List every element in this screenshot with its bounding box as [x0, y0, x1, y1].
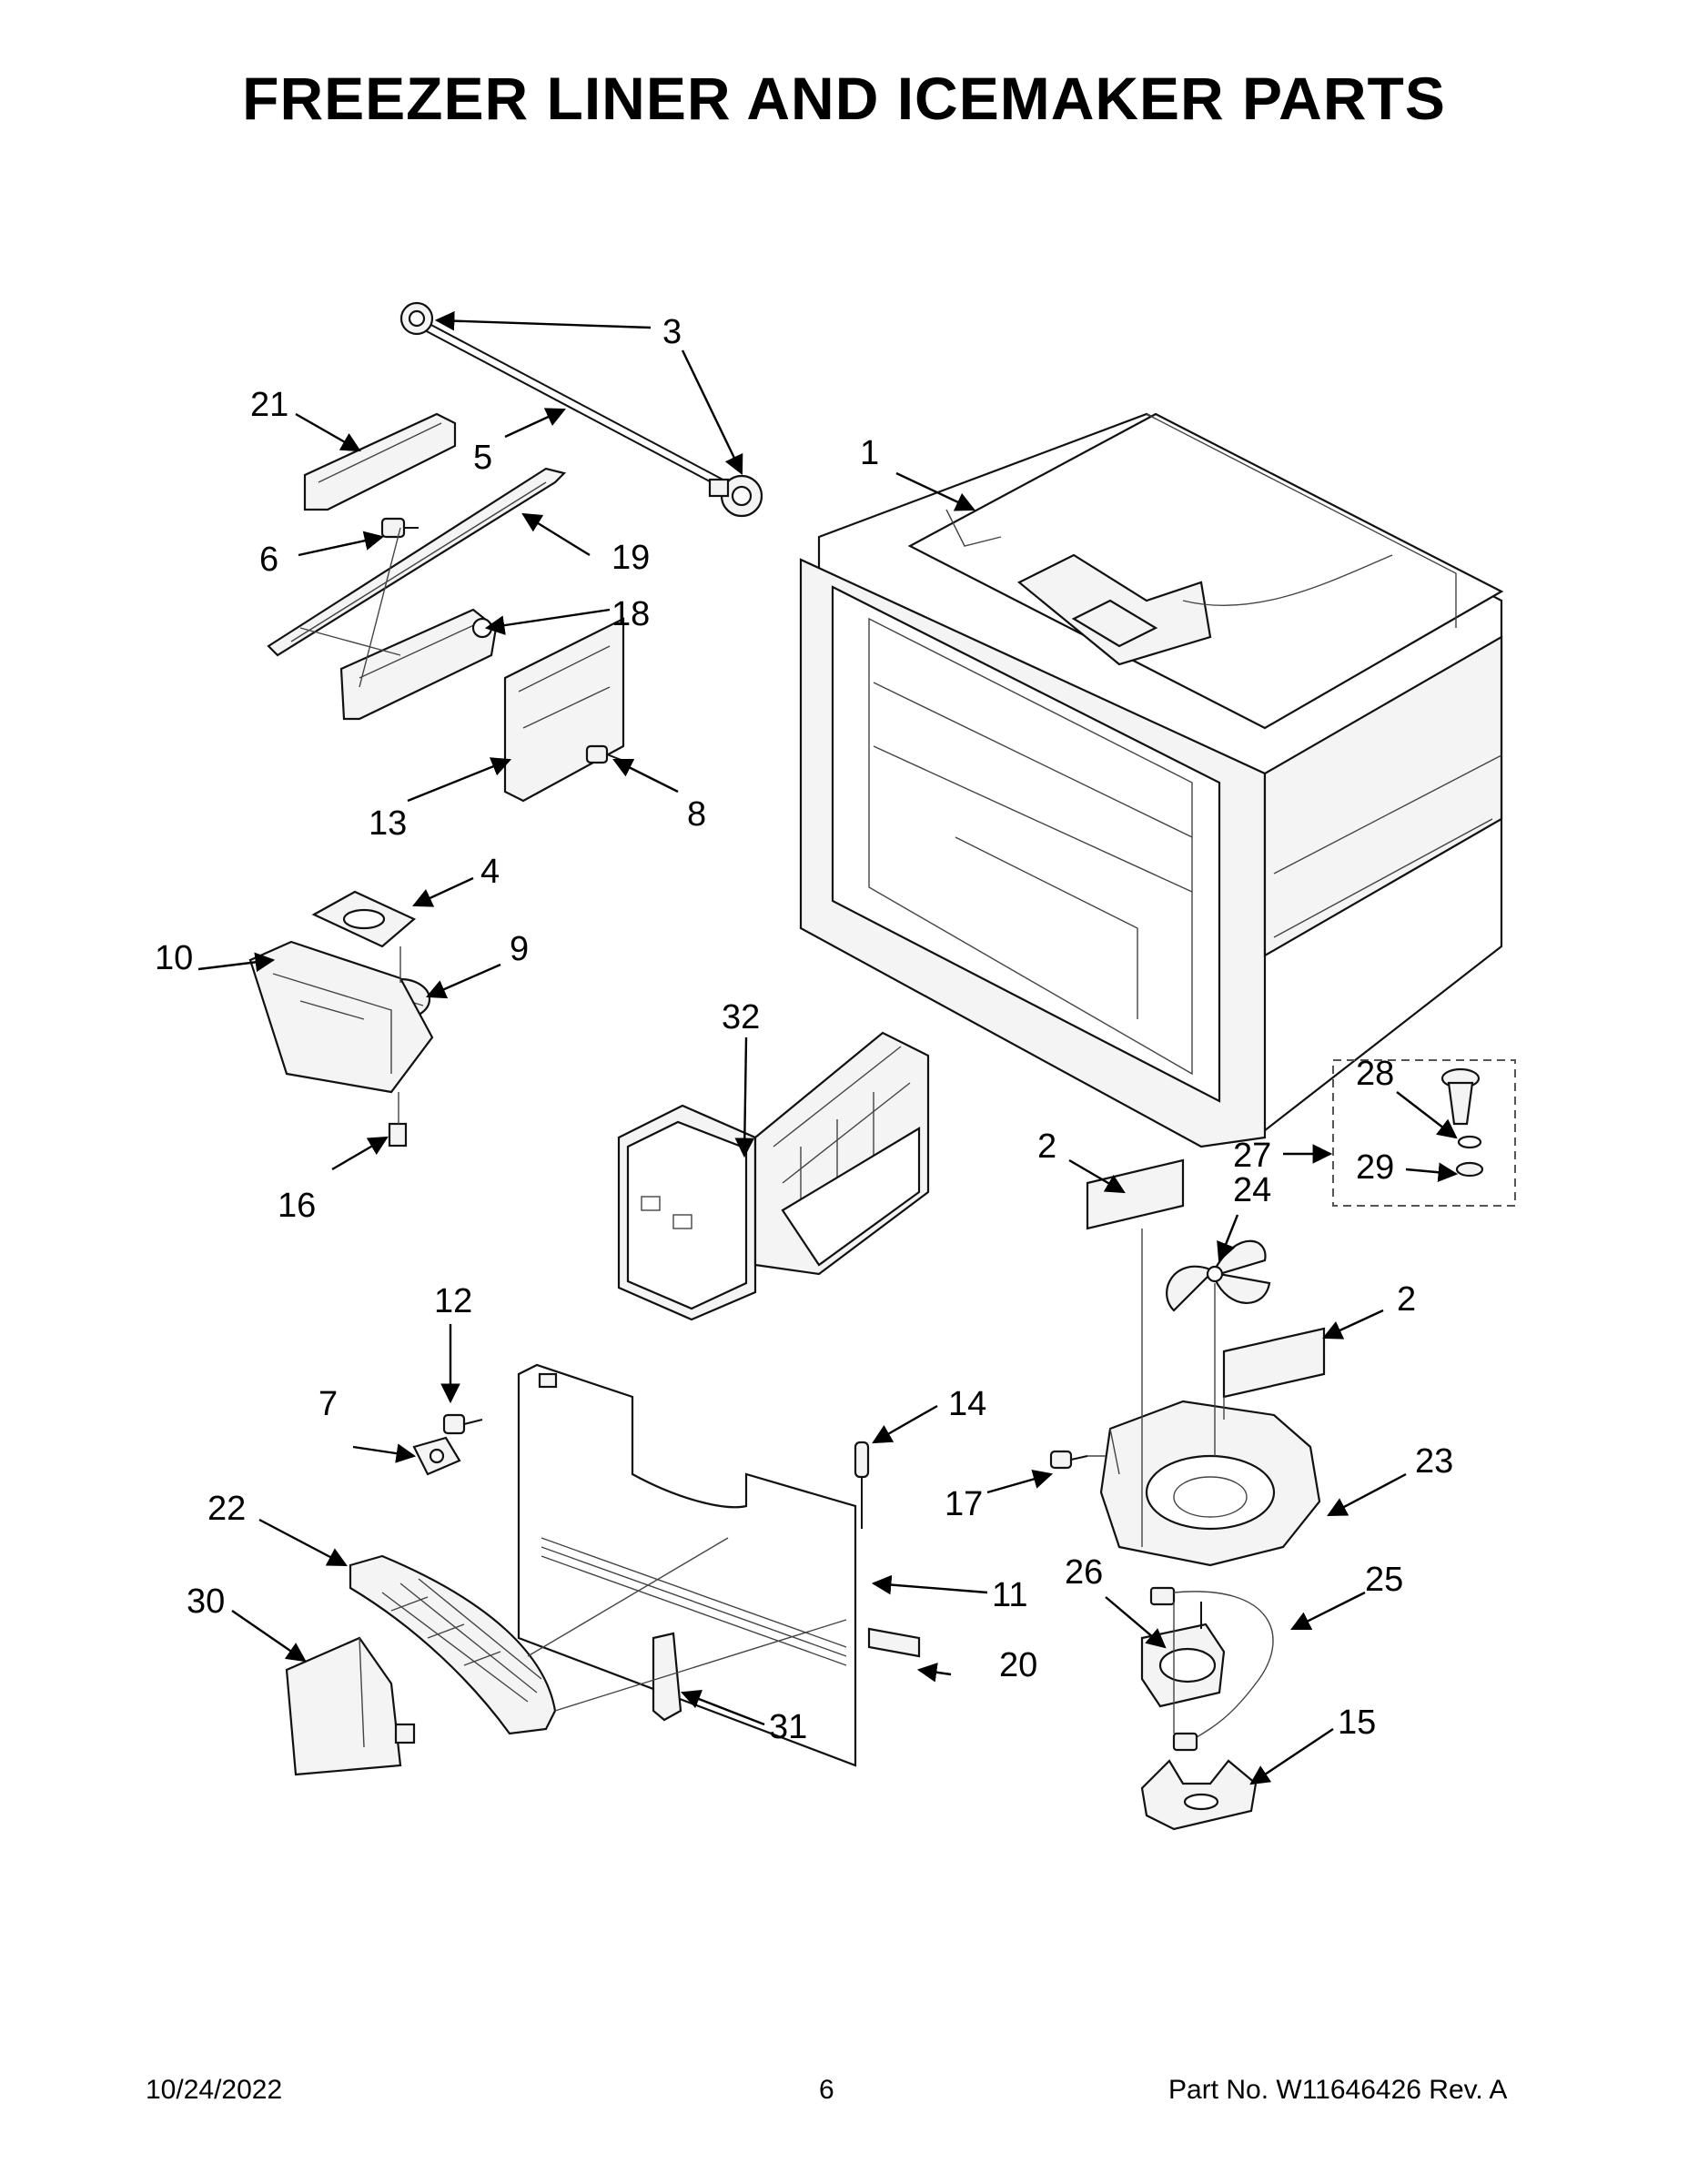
damper-kit-27: [1332, 1059, 1516, 1207]
screw-17: [1049, 1450, 1088, 1470]
icemaker-32: [617, 1031, 930, 1321]
screw-8: [585, 744, 624, 764]
callout-14: 14: [948, 1385, 986, 1423]
part-7: [412, 1436, 461, 1476]
freezer-liner: [799, 412, 1504, 1148]
auger-shaft-assembly: [399, 301, 763, 518]
callout-7: 7: [318, 1385, 338, 1423]
callout-13: 13: [369, 804, 407, 843]
callout-3: 3: [662, 313, 682, 351]
footer-part-number: Part No. W11646426 Rev. A: [1168, 2075, 1508, 2105]
guide-lines: [299, 527, 1225, 1734]
part-16: [388, 1122, 408, 1148]
callout-24: 24: [1233, 1171, 1271, 1209]
screw-12: [442, 1413, 483, 1435]
callout-16: 16: [278, 1187, 316, 1225]
sensor-14: [854, 1441, 870, 1529]
grille-22: [349, 1554, 557, 1735]
callout-21: 21: [250, 386, 288, 424]
bracket-13: [503, 617, 625, 803]
callout-26: 26: [1065, 1553, 1103, 1592]
callout-6: 6: [259, 541, 278, 579]
callout-2a: 2: [1037, 1127, 1056, 1166]
callout-1: 1: [860, 434, 879, 472]
fan-shroud-23: [1099, 1400, 1321, 1567]
rail-parts: [267, 412, 567, 657]
callout-9: 9: [510, 930, 529, 968]
footer-page-number: 6: [819, 2075, 834, 2105]
callout-27: 27: [1233, 1137, 1271, 1175]
callout-10: 10: [155, 939, 193, 977]
callout-8: 8: [687, 795, 706, 834]
cover-4: [311, 890, 417, 948]
callout-31: 31: [769, 1708, 807, 1746]
callout-32: 32: [722, 998, 760, 1036]
housing-10: [248, 940, 434, 1094]
callout-4: 4: [480, 853, 500, 891]
callout-labels: 1 2 2 3 4 5 6 7 8 9 10 11 12 13 14 15 16…: [155, 313, 1453, 1746]
callout-25: 25: [1365, 1561, 1403, 1599]
duct-30: [285, 1636, 416, 1776]
foam-pad-2b: [1222, 1327, 1326, 1399]
foam-strip-20: [867, 1627, 921, 1658]
fan-blade-24: [1166, 1239, 1271, 1312]
callout-29: 29: [1356, 1148, 1394, 1187]
callout-28: 28: [1356, 1055, 1394, 1093]
callout-5: 5: [473, 439, 492, 477]
bracket-15: [1140, 1732, 1258, 1831]
callout-17: 17: [945, 1485, 983, 1523]
callout-18: 18: [612, 595, 650, 633]
callout-30: 30: [187, 1582, 225, 1621]
page-title: FREEZER LINER AND ICEMAKER PARTS: [242, 65, 1446, 132]
foam-pad-2a: [1086, 1158, 1185, 1230]
callout-19: 19: [612, 539, 650, 577]
callout-arrows: [197, 310, 1459, 1785]
bracket-18: [339, 608, 498, 721]
wire-25: [1173, 1591, 1274, 1744]
callout-11: 11: [992, 1576, 1027, 1614]
callout-23: 23: [1415, 1442, 1453, 1481]
callout-12: 12: [434, 1282, 472, 1320]
callout-2b: 2: [1397, 1280, 1416, 1319]
footer-date: 10/24/2022: [146, 2075, 283, 2105]
motor-26: [1140, 1586, 1226, 1708]
part-31: [652, 1632, 682, 1722]
callout-20: 20: [999, 1646, 1037, 1684]
callout-15: 15: [1338, 1704, 1376, 1742]
callout-22: 22: [207, 1490, 246, 1528]
panel-11: [517, 1363, 857, 1767]
